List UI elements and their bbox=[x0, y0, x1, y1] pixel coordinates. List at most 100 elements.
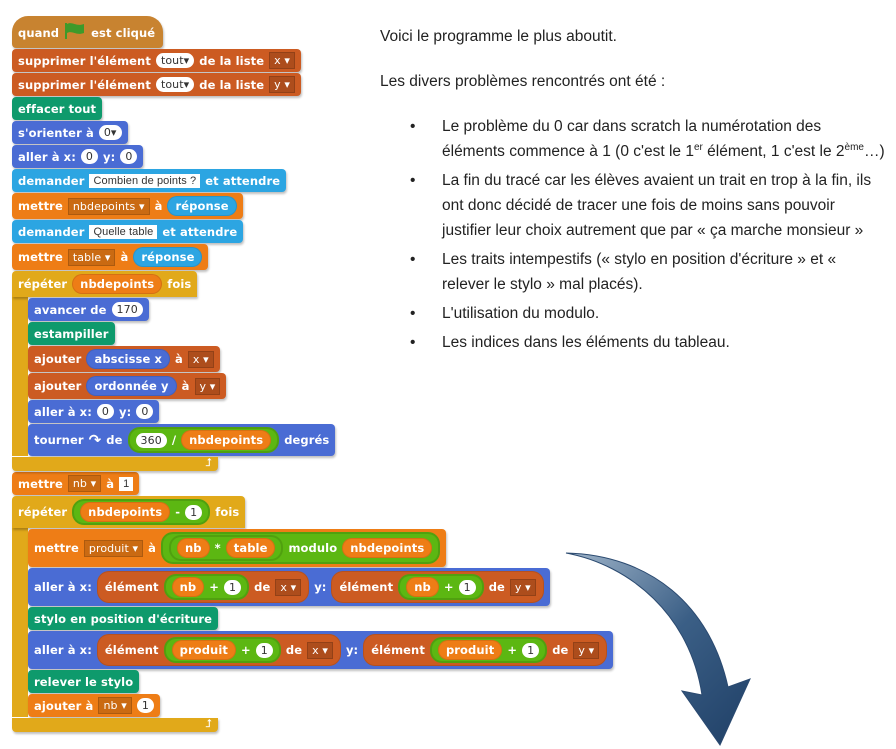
block-label: aller à x: bbox=[34, 580, 92, 594]
reporter-variables[interactable]: produit bbox=[437, 640, 503, 660]
variable-dropdown[interactable]: x ▾ bbox=[269, 52, 296, 69]
variable-dropdown[interactable]: nbdepoints ▾ bbox=[67, 197, 150, 215]
reporter-sensing[interactable]: réponse bbox=[167, 196, 237, 216]
reporter-variables[interactable]: nbdepoints bbox=[72, 274, 163, 294]
number-input[interactable]: 1 bbox=[185, 504, 203, 520]
reporter-operators[interactable]: 360 / nbdepoints bbox=[127, 427, 280, 453]
value-dropdown[interactable]: tout▾ bbox=[155, 77, 195, 92]
text-input[interactable]: Combien de points ? bbox=[89, 173, 201, 188]
number-input[interactable]: 0 bbox=[96, 404, 115, 419]
number-input[interactable]: 1 bbox=[136, 698, 154, 713]
value-dropdown[interactable]: tout▾ bbox=[155, 53, 195, 68]
chevron-down-icon: ▾ bbox=[183, 78, 190, 91]
number-input[interactable]: 0 bbox=[120, 149, 138, 164]
reporter-variables[interactable]: nbdepoints bbox=[342, 538, 433, 558]
block-label: à bbox=[174, 352, 183, 366]
variable-dropdown[interactable]: y ▾ bbox=[509, 578, 536, 596]
number-input[interactable]: 0 bbox=[136, 404, 154, 419]
block-label: produit bbox=[445, 643, 495, 657]
loop-arrow-icon: ⮥ bbox=[205, 718, 213, 730]
reporter-variables[interactable]: nb bbox=[171, 577, 205, 597]
text-input[interactable]: Quelle table bbox=[89, 224, 158, 239]
number-input[interactable]: 1 bbox=[255, 642, 273, 658]
variable-dropdown[interactable]: produit ▾ bbox=[83, 539, 144, 557]
variable-dropdown[interactable]: y ▾ bbox=[573, 641, 600, 659]
variable-dropdown[interactable]: nb ▾ bbox=[98, 697, 132, 714]
variable-dropdown[interactable]: x ▾ bbox=[187, 350, 214, 368]
variable-dropdown[interactable]: table ▾ bbox=[67, 248, 116, 266]
reporter-variables[interactable]: nbdepoints bbox=[181, 430, 272, 450]
reporter-operators[interactable]: nb*table bbox=[168, 535, 284, 561]
block-pen[interactable]: stylo en position d'écriture bbox=[28, 607, 219, 630]
block-label: / bbox=[171, 433, 177, 447]
block-pen[interactable]: effacer tout bbox=[12, 97, 103, 120]
number-input[interactable]: 0 bbox=[80, 149, 99, 164]
variable-dropdown[interactable]: x ▾ bbox=[275, 578, 302, 596]
number-input[interactable]: 360 bbox=[135, 432, 167, 448]
variable-dropdown[interactable]: y ▾ bbox=[194, 377, 221, 395]
reporter-operators[interactable]: nb+1 bbox=[398, 574, 484, 600]
block-label: élément bbox=[104, 580, 159, 594]
reporter-variables[interactable]: nb bbox=[406, 577, 439, 597]
variable-dropdown[interactable]: nb ▾ bbox=[67, 475, 102, 492]
block-row: effacer tout bbox=[12, 97, 613, 120]
value-dropdown[interactable]: 0▾ bbox=[98, 125, 122, 140]
block-label: à bbox=[106, 476, 115, 491]
text-input[interactable]: 1 bbox=[119, 476, 134, 491]
block-pen[interactable]: relever le stylo bbox=[28, 670, 140, 693]
block-label: de la liste bbox=[199, 53, 265, 68]
number-input[interactable]: 1 bbox=[224, 579, 242, 595]
block-pen[interactable]: estampiller bbox=[28, 322, 115, 345]
number-input[interactable]: 1 bbox=[458, 579, 476, 595]
reporter-variables[interactable]: produit bbox=[171, 640, 236, 660]
chevron-down-icon: ▾ bbox=[199, 352, 209, 366]
reporter-operators[interactable]: produit+1 bbox=[429, 637, 548, 663]
reporter-motion[interactable]: ordonnée y bbox=[86, 376, 177, 396]
reporter-variables[interactable]: nbdepoints bbox=[80, 502, 171, 522]
reporter-operators[interactable]: nb+1 bbox=[163, 574, 250, 600]
reporter-operators[interactable]: nbdepoints-1 bbox=[72, 499, 211, 525]
block-label: répéter bbox=[18, 277, 68, 291]
reporter-operators[interactable]: produit+1 bbox=[163, 637, 281, 663]
reporter-variables[interactable]: table bbox=[225, 538, 276, 558]
number-input[interactable]: 1 bbox=[522, 642, 540, 658]
reporter-variables[interactable]: nb bbox=[176, 538, 210, 558]
variable-dropdown[interactable]: y ▾ bbox=[269, 76, 296, 93]
reporter-motion[interactable]: abscisse x bbox=[86, 349, 170, 369]
number-input[interactable]: 170 bbox=[111, 302, 143, 317]
block-label: nb bbox=[179, 580, 197, 594]
dropdown-value: y bbox=[578, 643, 586, 657]
variable-dropdown[interactable]: x ▾ bbox=[307, 641, 333, 659]
reporter-sensing[interactable]: réponse bbox=[133, 247, 203, 267]
